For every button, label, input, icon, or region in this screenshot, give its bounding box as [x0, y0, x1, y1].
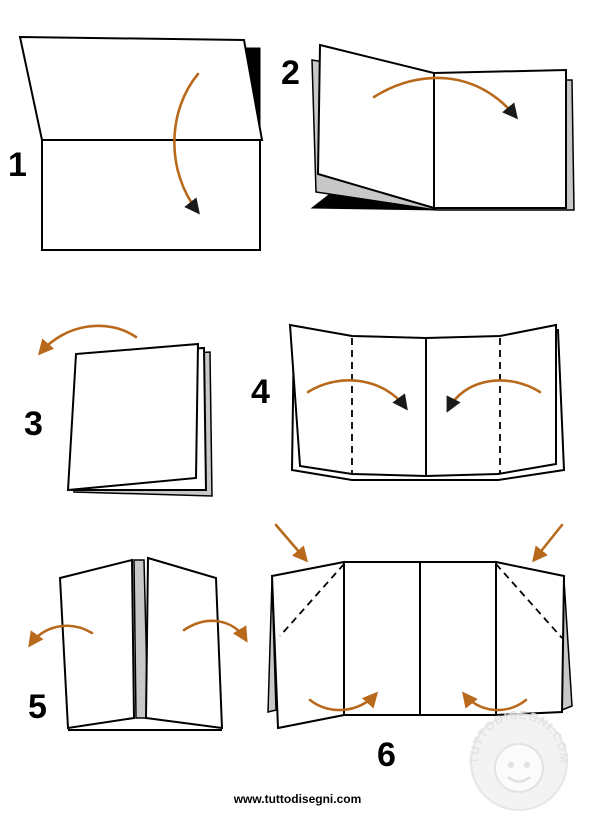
step-3-illustration — [37, 324, 213, 497]
step-4-number: 4 — [251, 373, 270, 411]
step-1-number: 1 — [8, 146, 27, 184]
step-6-illustration — [267, 523, 573, 730]
step-6-right-diagonal-fold — [495, 563, 563, 639]
step-2-illustration — [310, 43, 575, 211]
step-1-bottom-half — [41, 139, 261, 251]
step-4-left-fold-arrow — [306, 379, 408, 411]
step-4-open-sheet — [288, 323, 557, 478]
step-2-number: 2 — [281, 54, 300, 92]
step-5-right-panel — [144, 556, 224, 730]
step-5-left-open-arrow — [28, 624, 94, 648]
step-6-left-flap — [270, 560, 345, 730]
step-1-illustration — [18, 35, 264, 251]
step-1-top-flap — [18, 35, 264, 141]
step-6-right-corner-arrow — [532, 523, 564, 563]
step-5-left-panel — [58, 558, 136, 730]
step-3-number: 3 — [24, 405, 43, 443]
step-2-fold-right-arrow — [372, 76, 518, 120]
step-5-number: 5 — [28, 688, 47, 726]
step-6-left-fold-arrow — [308, 691, 379, 712]
step-6-left-corner-arrow — [274, 523, 309, 563]
step-5-illustration — [28, 556, 248, 731]
step-6-right-flap — [495, 560, 566, 717]
watermark-face — [494, 743, 544, 793]
step-1-fold-down-arrow — [173, 72, 200, 215]
step-6-left-diagonal-fold — [279, 563, 345, 637]
step-4-illustration — [288, 323, 566, 481]
step-6-number: 6 — [377, 736, 396, 774]
step-6-right-fold-arrow — [462, 691, 528, 712]
step-2-right-page — [433, 68, 567, 209]
step-3-rotate-arrow — [37, 324, 138, 356]
step-3-front-cover — [66, 342, 200, 492]
step-5-right-open-arrow — [182, 619, 248, 643]
footer-url[interactable]: www.tuttodisegni.com — [233, 792, 362, 806]
step-4-right-fold-arrow — [446, 379, 542, 413]
